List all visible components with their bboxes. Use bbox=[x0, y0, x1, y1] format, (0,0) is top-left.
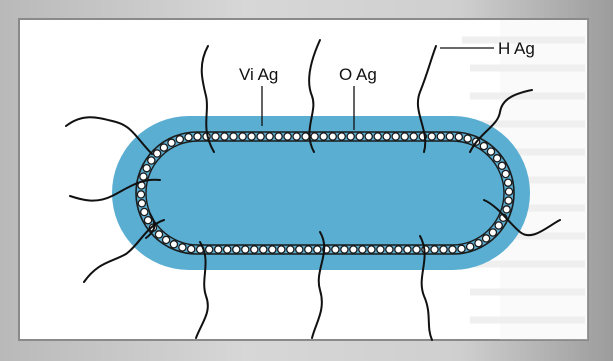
o-antigen-bead bbox=[194, 133, 201, 140]
o-antigen-bead bbox=[155, 231, 162, 238]
o-antigen-bead bbox=[410, 133, 417, 140]
o-antigen-bead bbox=[278, 246, 285, 253]
o-antigen-bead bbox=[505, 197, 512, 204]
o-antigen-bead bbox=[137, 191, 144, 198]
o-antigen-bead bbox=[359, 246, 366, 253]
o-antigen-bead bbox=[437, 133, 444, 140]
o-antigen-bead bbox=[320, 133, 327, 140]
o-antigen-bead bbox=[206, 246, 213, 253]
o-antigen-bead bbox=[329, 133, 336, 140]
o-antigen-bead bbox=[505, 188, 512, 195]
h-ag-label: H Ag bbox=[498, 39, 535, 58]
o-antigen-bead bbox=[293, 133, 300, 140]
o-antigen-bead bbox=[188, 246, 195, 253]
o-antigen-bead bbox=[338, 133, 345, 140]
o-antigen-bead bbox=[144, 217, 151, 224]
o-antigen-bead bbox=[257, 133, 264, 140]
o-antigen-bead bbox=[431, 246, 438, 253]
o-antigen-bead bbox=[284, 133, 291, 140]
o-antigen-bead bbox=[179, 244, 186, 251]
o-antigen-bead bbox=[495, 222, 502, 229]
o-antigen-bead bbox=[311, 133, 318, 140]
o-antigen-bead bbox=[503, 206, 510, 213]
o-antigen-bead bbox=[356, 133, 363, 140]
o-antigen-bead bbox=[374, 133, 381, 140]
vi-ag-label: Vi Ag bbox=[239, 65, 278, 84]
o-antigen-bead bbox=[168, 139, 175, 146]
o-antigen-bead bbox=[221, 133, 228, 140]
o-antigen-bead bbox=[383, 133, 390, 140]
o-antigen-bead bbox=[141, 208, 148, 215]
o-antigen-bead bbox=[458, 245, 465, 252]
o-antigen-bead bbox=[455, 133, 462, 140]
o-antigen-bead bbox=[212, 133, 219, 140]
o-antigen-bead bbox=[138, 200, 145, 207]
o-antigen-bead bbox=[275, 133, 282, 140]
o-antigen-bead bbox=[341, 246, 348, 253]
o-antigen-bead bbox=[170, 241, 177, 248]
o-antigen-bead bbox=[233, 246, 240, 253]
o-antigen-bead bbox=[365, 133, 372, 140]
o-antigen-bead bbox=[239, 133, 246, 140]
o-antigen-bead bbox=[494, 155, 501, 162]
o-antigen-bead bbox=[368, 246, 375, 253]
o-antigen-bead bbox=[248, 133, 255, 140]
o-antigen-bead bbox=[314, 246, 321, 253]
o-antigen-bead bbox=[266, 133, 273, 140]
o-antigen-bead bbox=[143, 165, 150, 172]
o-antigen-bead bbox=[287, 246, 294, 253]
o-antigen-bead bbox=[386, 246, 393, 253]
o-antigen-bead bbox=[489, 229, 496, 236]
o-antigen-bead bbox=[269, 246, 276, 253]
o-antigen-bead bbox=[428, 133, 435, 140]
o-antigen-bead bbox=[332, 246, 339, 253]
o-antigen-bead bbox=[413, 246, 420, 253]
o-antigen-bead bbox=[215, 246, 222, 253]
o-antigen-bead bbox=[185, 134, 192, 141]
o-antigen-bead bbox=[377, 246, 384, 253]
o-antigen-bead bbox=[260, 246, 267, 253]
o-antigen-bead bbox=[464, 135, 471, 142]
o-antigen-bead bbox=[475, 240, 482, 247]
o-antigen-bead bbox=[505, 179, 512, 186]
o-antigen-bead bbox=[467, 243, 474, 250]
o-antigen-bead bbox=[446, 133, 453, 140]
o-antigen-bead bbox=[154, 150, 161, 157]
o-ag-label: O Ag bbox=[339, 65, 377, 84]
o-antigen-bead bbox=[449, 246, 456, 253]
o-antigen-bead bbox=[395, 246, 402, 253]
o-antigen-bead bbox=[502, 170, 509, 177]
o-antigen-bead bbox=[350, 246, 357, 253]
cell-body bbox=[146, 141, 504, 245]
o-antigen-bead bbox=[480, 143, 487, 150]
o-antigen-bead bbox=[251, 246, 258, 253]
o-antigen-bead bbox=[224, 246, 231, 253]
o-antigen-bead bbox=[302, 133, 309, 140]
o-antigen-bead bbox=[230, 133, 237, 140]
o-antigen-bead bbox=[140, 173, 147, 180]
o-antigen-bead bbox=[404, 246, 411, 253]
o-antigen-bead bbox=[392, 133, 399, 140]
o-antigen-bead bbox=[160, 144, 167, 151]
o-antigen-bead bbox=[401, 133, 408, 140]
o-antigen-bead bbox=[498, 162, 505, 169]
o-antigen-bead bbox=[487, 148, 494, 155]
o-antigen-bead bbox=[483, 235, 490, 242]
o-antigen-bead bbox=[148, 157, 155, 164]
o-antigen-bead bbox=[347, 133, 354, 140]
o-antigen-bead bbox=[296, 246, 303, 253]
o-antigen-bead bbox=[163, 236, 170, 243]
o-antigen-bead bbox=[176, 136, 183, 143]
o-antigen-bead bbox=[440, 246, 447, 253]
o-antigen-bead bbox=[305, 246, 312, 253]
o-antigen-bead bbox=[242, 246, 249, 253]
